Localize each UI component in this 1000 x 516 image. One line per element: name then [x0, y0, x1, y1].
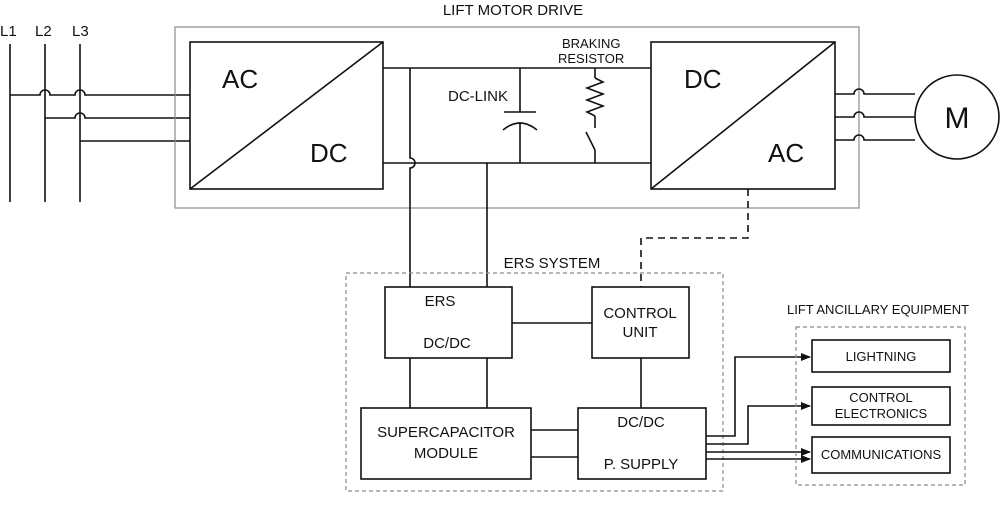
braking-resistor-label-line2: RESISTOR [558, 51, 624, 66]
drive-title: LIFT MOTOR DRIVE [443, 2, 583, 19]
communications-label: COMMUNICATIONS [821, 447, 942, 462]
dc-link-label: DC-LINK [448, 88, 508, 105]
control-electronics-label-line1: CONTROL [849, 390, 913, 405]
psu-block [577, 407, 707, 480]
ancillary-feeds [706, 353, 811, 463]
feed-to-control-electronics [706, 402, 811, 445]
braking-resistor-symbol [584, 68, 606, 128]
control-unit-label-line2: UNIT [623, 324, 658, 341]
supply-l2-label: L2 [35, 23, 52, 40]
motor-lead-1 [835, 88, 915, 95]
rectifier-dc-label: DC [310, 138, 348, 168]
ancillary-frame [795, 326, 966, 486]
dc-link-capacitor [502, 68, 538, 163]
rectifier-diagonal [189, 41, 384, 190]
inverter-ac-label: AC [768, 138, 804, 168]
ers-dcdc-block [384, 286, 513, 359]
psu-label-line2: P. SUPPLY [604, 456, 679, 473]
supply-lines: L1 L2 L3 [0, 23, 190, 202]
rectifier-ac-label: AC [222, 64, 258, 94]
supply-l1-label: L1 [0, 23, 17, 40]
drive-frame [174, 26, 860, 209]
supply-feed-l1 [10, 89, 190, 96]
supercapacitor-label-line2: MODULE [414, 445, 478, 462]
lighting-label: LIGHTNING [846, 349, 917, 364]
braking-resistor-label-line1: BRAKING [562, 36, 621, 51]
control-electronics-block [811, 386, 951, 426]
motor: M [914, 74, 1000, 160]
motor-lead-2 [835, 111, 915, 118]
motor-circle [914, 74, 1000, 160]
ers-frame [345, 272, 724, 492]
supercapacitor-label-line1: SUPERCAPACITOR [377, 424, 515, 441]
psu-label-line1: DC/DC [617, 414, 665, 431]
inverter-diagonal [650, 41, 836, 190]
supercapacitor-block [360, 407, 532, 480]
supply-l3-label: L3 [72, 23, 89, 40]
ers-dcdc-label-line2: DC/DC [423, 335, 471, 352]
control-unit-label-line1: CONTROL [603, 305, 676, 322]
motor-label: M [945, 102, 970, 135]
supply-feed-l2 [45, 112, 190, 119]
braking-switch-symbol [585, 131, 596, 163]
drive-ers-connections [409, 68, 749, 287]
communications-block [811, 436, 951, 474]
control-signal-dashed [640, 189, 749, 287]
ers-dcdc-label-line1: ERS [425, 293, 456, 310]
ers-title: ERS SYSTEM [504, 255, 601, 272]
ancillary-title: LIFT ANCILLARY EQUIPMENT [787, 302, 969, 317]
inverter-dc-label: DC [684, 64, 722, 94]
motor-lead-3 [835, 134, 915, 141]
lift-motor-drive: LIFT MOTOR DRIVE AC DC DC-LINK BRAKING R… [174, 2, 915, 209]
lighting-block [811, 339, 951, 373]
control-unit-block [591, 286, 690, 359]
lift-ancillary-equipment: LIFT ANCILLARY EQUIPMENT LIGHTNING CONTR… [787, 302, 969, 486]
ers-link-positive [409, 68, 416, 287]
feed-to-lighting [706, 353, 811, 437]
control-electronics-label-line2: ELECTRONICS [835, 406, 928, 421]
ers-system: ERS SYSTEM ERS DC/DC CONTROL UNIT SUPERC… [345, 255, 724, 492]
